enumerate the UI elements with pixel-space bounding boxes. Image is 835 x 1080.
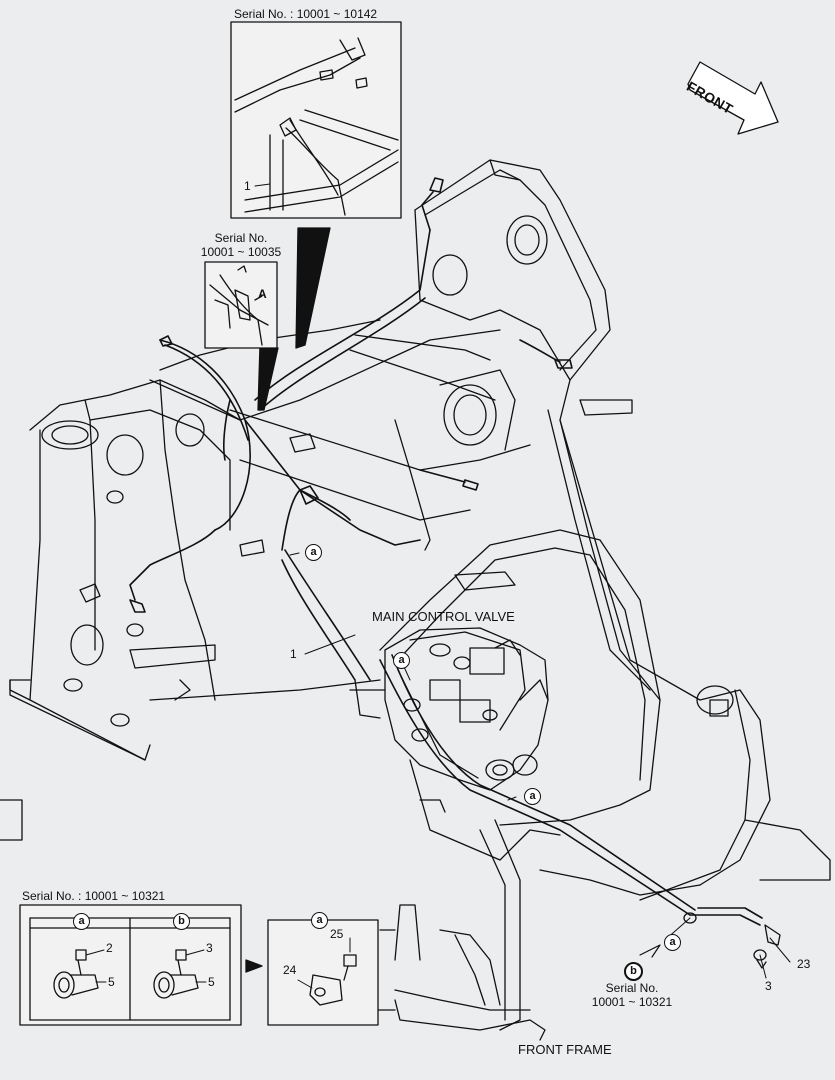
main-control-valve-label: MAIN CONTROL VALVE: [372, 609, 515, 624]
detail-pointer-arrow: [245, 959, 263, 973]
lower-frame: [379, 529, 701, 1031]
detail-b-marker: b: [624, 962, 643, 981]
front-frame-label: FRONT FRAME: [518, 1042, 612, 1057]
front-frame-base: [364, 904, 546, 1041]
serial-b-leader: [639, 944, 661, 958]
inset-top-serial: Serial No. : 10001 ~ 10142: [234, 7, 378, 21]
wiring-harness: [129, 177, 763, 926]
detail-bolt-callout: 25: [330, 927, 344, 941]
panel-a-bolt-callout: 2: [106, 941, 113, 955]
inset-bottom-serial: Serial No. : 10001 ~ 10321: [22, 889, 166, 903]
detail-bracket-callout: 24: [283, 963, 297, 977]
left-tower: [0, 379, 381, 841]
panel-a-tag: a: [73, 913, 90, 930]
inset-mid-pointer: [257, 344, 279, 411]
detail-box-tag: a: [311, 912, 328, 929]
panel-a-clamp-callout: 5: [108, 975, 115, 989]
front-arrow: [687, 61, 779, 135]
leader-lines: [289, 552, 791, 979]
serial-b-line1: Serial No.: [605, 981, 659, 995]
callout-3: 3: [765, 979, 772, 993]
panel-b-clamp-callout: 5: [208, 975, 215, 989]
inset-bottom-box: [19, 904, 242, 1026]
inset-mid-serial-line1: Serial No.: [214, 231, 268, 245]
inset-top-callout-1: 1: [244, 179, 251, 193]
panel-b-tag: b: [173, 913, 190, 930]
detail-a-marker-2: a: [393, 652, 410, 669]
inset-mid-serial-line2: 10001 ~ 10035: [200, 245, 282, 259]
detail-a-marker-1: a: [305, 544, 322, 561]
panel-b-bolt-callout: 3: [206, 941, 213, 955]
inset-mid-box: [204, 261, 278, 349]
detail-a-marker-4: a: [664, 934, 681, 951]
main-control-valve: [349, 627, 549, 791]
end-hardware: [683, 912, 781, 969]
inset-detail-box: [267, 919, 379, 1026]
harness-callout-1: 1: [290, 647, 297, 661]
cross-member: [149, 319, 531, 557]
inset-top-box: [230, 21, 402, 219]
inset-top-pointer: [295, 227, 331, 349]
serial-b-line2: 10001 ~ 10321: [591, 995, 673, 1009]
detail-a-marker-3: a: [524, 788, 541, 805]
view-a-label: A: [258, 287, 267, 301]
right-tower: [414, 159, 831, 901]
callout-23: 23: [797, 957, 811, 971]
